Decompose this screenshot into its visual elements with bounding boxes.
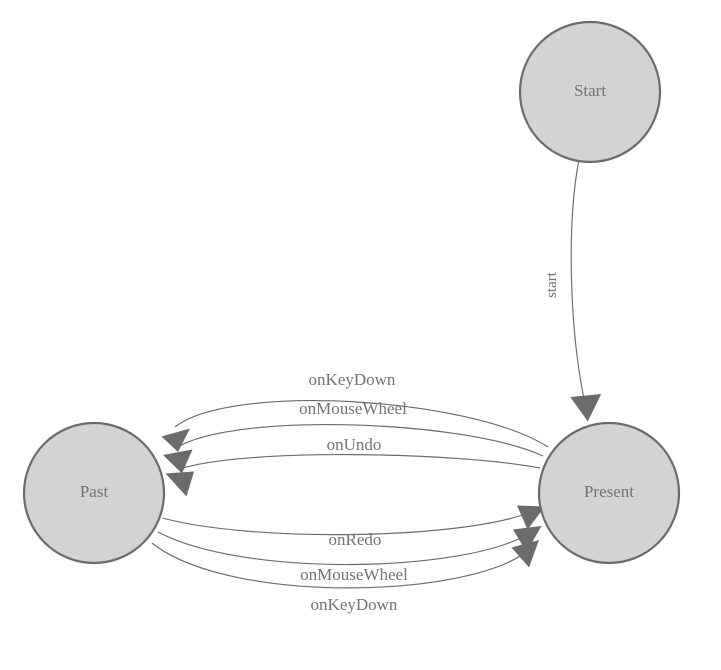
arrowhead-into-present-1 [517, 505, 545, 530]
edge-label-past-present-onredo: onRedo [329, 530, 382, 549]
edge-past-to-present-onmousewheel[interactable] [157, 526, 542, 566]
edge-path-present-past-onundo [179, 454, 541, 470]
edge-path-past-present-onkeydown [151, 542, 528, 589]
arrowhead-into-past-3 [165, 471, 194, 497]
edge-path-present-past-onkeydown [174, 400, 549, 448]
edge-start-to-present[interactable] [570, 161, 602, 422]
edge-path-past-present-onredo [162, 511, 532, 536]
node-layer: Start Past Present [22, 20, 681, 565]
edge-path-past-present-onmousewheel [157, 531, 529, 566]
edge-label-start: start [544, 271, 560, 298]
node-present-circle[interactable] [537, 421, 681, 565]
edge-path-start-present [570, 161, 587, 407]
node-start-label: Start [574, 81, 606, 100]
node-present[interactable]: Present [537, 421, 681, 565]
node-past[interactable]: Past [22, 421, 166, 565]
edge-label-layer: start onKeyDown onMouseWheel onUndo onRe… [299, 271, 560, 614]
edge-path-present-past-onmousewheel [176, 424, 544, 457]
edge-present-to-past-onundo[interactable] [165, 454, 541, 497]
edge-present-to-past-onkeydown[interactable] [161, 400, 549, 452]
edge-past-to-present-onkeydown[interactable] [151, 540, 539, 589]
edge-label-present-past-onmousewheel: onMouseWheel [299, 399, 407, 418]
node-present-label: Present [584, 482, 634, 501]
edge-label-present-past-onkeydown: onKeyDown [309, 370, 396, 389]
edge-present-to-past-onmousewheel[interactable] [163, 424, 544, 474]
edge-past-to-present-onredo[interactable] [162, 505, 546, 536]
node-past-circle[interactable] [22, 421, 166, 565]
arrowhead-into-present-top [570, 394, 602, 422]
edge-label-past-present-onmousewheel: onMouseWheel [300, 565, 408, 584]
edge-label-past-present-onkeydown: onKeyDown [311, 595, 398, 614]
edge-layer [151, 161, 602, 589]
arrowhead-into-present-3 [511, 540, 539, 568]
arrowhead-into-past-2 [163, 449, 193, 474]
arrowhead-into-present-2 [513, 526, 542, 552]
arrowhead-into-past-1 [161, 428, 190, 452]
node-start-circle[interactable] [518, 20, 662, 164]
node-start[interactable]: Start [518, 20, 662, 164]
node-past-label: Past [80, 482, 109, 501]
edge-label-present-past-onundo: onUndo [327, 435, 382, 454]
